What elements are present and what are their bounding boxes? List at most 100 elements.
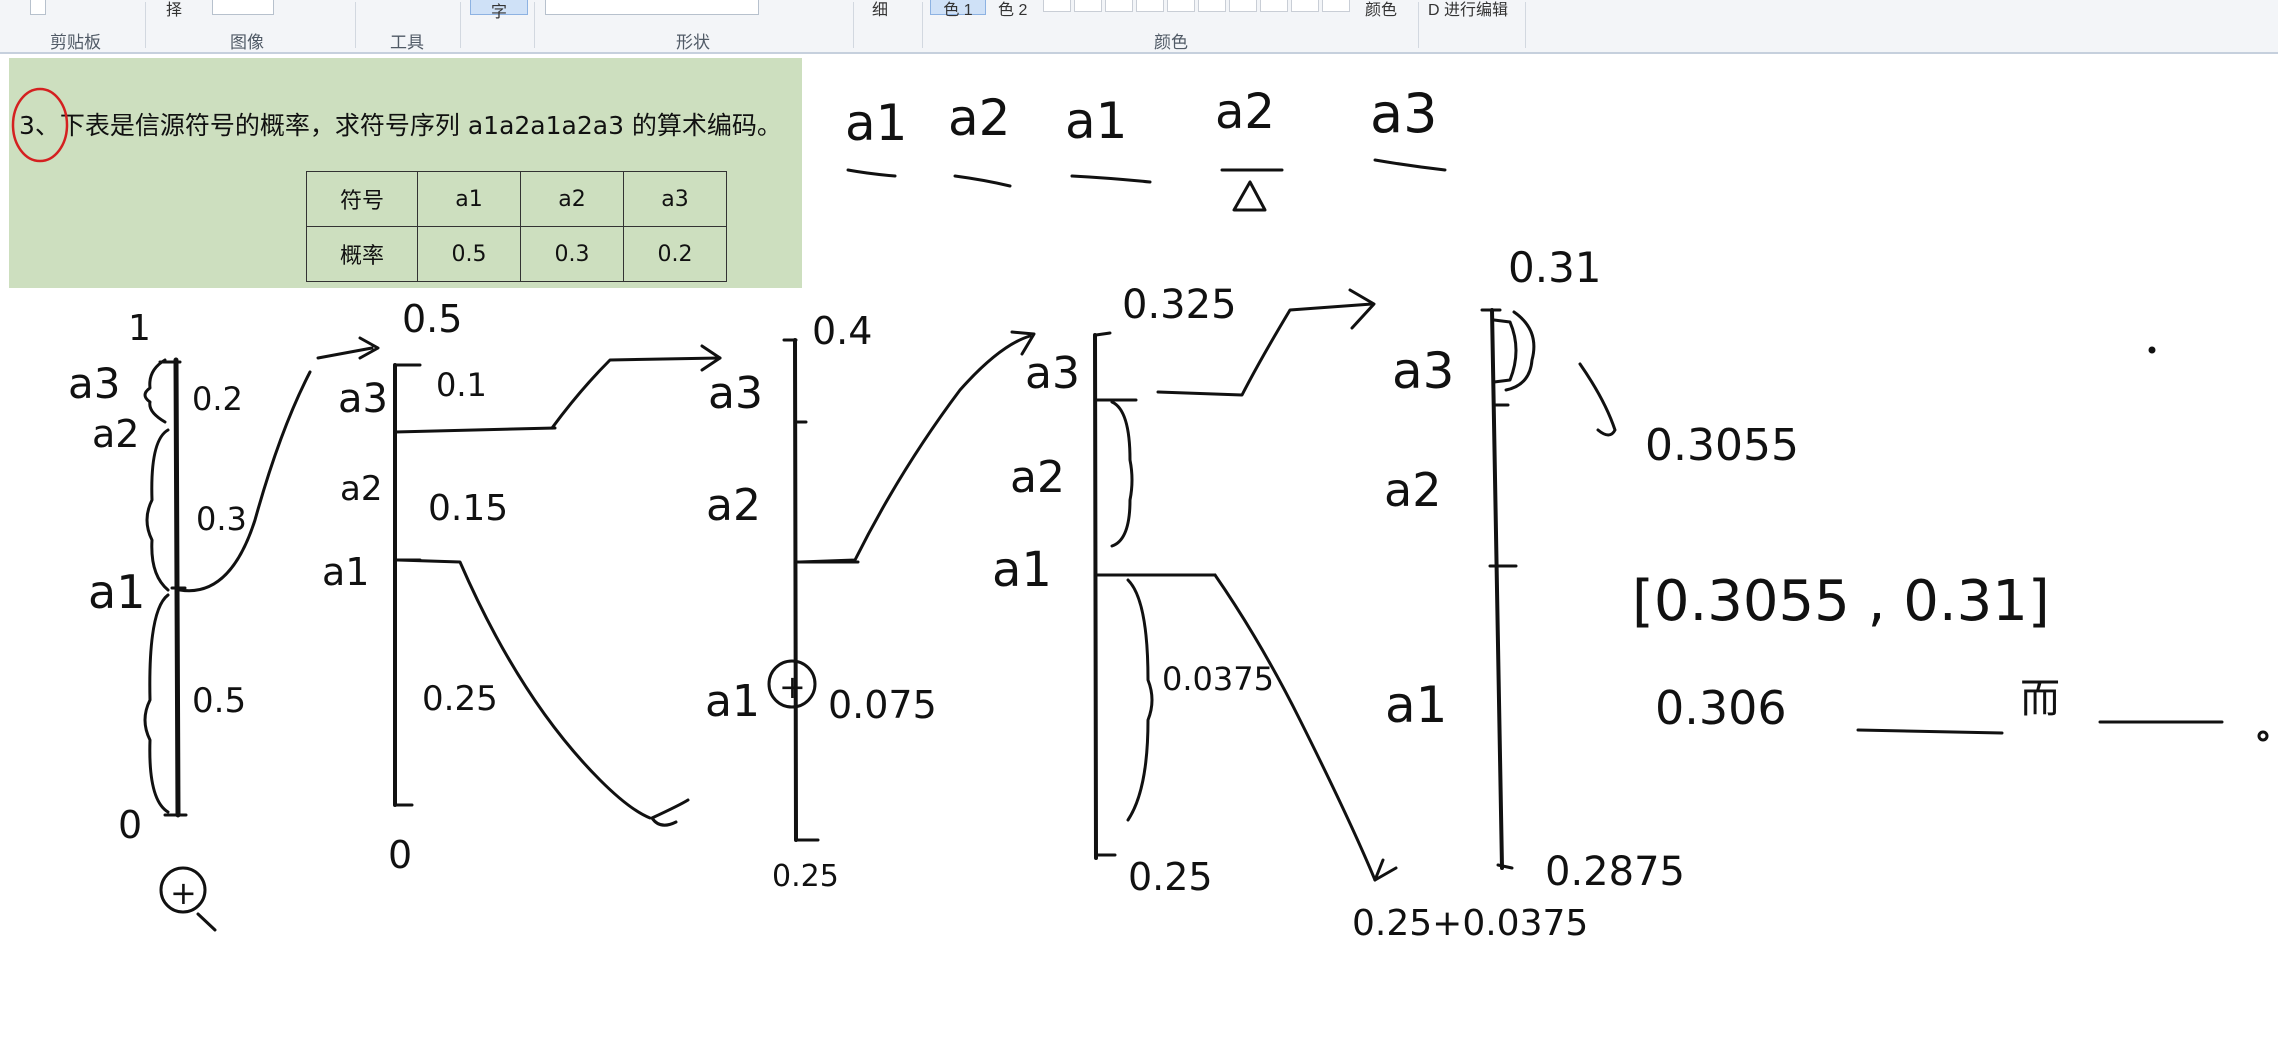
group-shapes-label: 形状 [676,33,710,52]
circled-plus-symbol: + [779,668,806,706]
final-interval: [0.3055 , 0.31] [1632,569,2050,634]
symbol-sequence: a1 a2 a1 a2 a3 [845,82,1447,212]
underline-mark [846,168,897,178]
scale-axis [1490,308,1504,870]
scale-symbol-label: a3 [338,376,388,422]
color-swatch[interactable] [1136,0,1164,12]
color-swatch[interactable] [1105,0,1133,12]
table-cell: 符号 [306,171,418,227]
ribbon-separator [145,2,146,48]
interval-width-label: 0.2 [192,380,243,418]
arrow-head [1010,330,1036,356]
color1-button[interactable]: 色 1 [930,0,986,19]
scale-top-label: 1 [128,308,151,349]
scale-ticks [393,363,557,807]
answer-value: 0.306 [1655,681,1787,735]
sequence-symbol: a1 [845,94,907,152]
shapes-gallery[interactable] [545,0,759,15]
answer-connector: 而 [2020,676,2060,722]
interval-width-label: 0.3 [196,500,247,538]
arrow-head [700,344,722,372]
color-swatch[interactable] [1291,0,1319,12]
scale-axis [1093,333,1098,860]
scale-symbol-label: a1 [705,676,760,727]
mapping-arrow [550,356,722,430]
circled-plus-mark [767,659,817,709]
problem-statement: 3、下表是信源符号的概率，求符号序列 a1a2a1a2a3 的算术编码。 [19,111,782,140]
color-swatch[interactable] [1322,0,1350,12]
sequence-symbol: a2 [948,89,1010,147]
group-tools-label: 工具 [390,33,424,52]
scale-top-label: 0.31 [1508,243,1602,292]
brace-mark [1504,310,1536,392]
table-row: 概率 0.5 0.3 0.2 [306,226,727,282]
result-low-value: 0.3055 [1645,420,1799,471]
paint-ribbon: 剪贴板 择 图像 工具 字 形状 细 色 1 色 2 颜色 颜色 D 进行编辑 [0,0,2278,54]
mapping-arrow [178,370,312,593]
scale-bottom-label: 0.2875 [1545,849,1685,895]
blank-line [1856,728,2004,735]
scale-symbol-label: a3 [708,368,763,419]
interval-scale-3: 0.4 0.25 a3 a2 a1 + 0.075 [705,309,937,894]
color-swatch[interactable] [1074,0,1102,12]
probability-table: 符号 a1 a2 a3 概率 0.5 0.3 0.2 [306,171,727,282]
mapping-arrow [1156,302,1374,397]
arrow-head [316,336,380,360]
scale-symbol-label: a1 [88,565,145,619]
sequence-symbol: a3 [1370,82,1437,145]
scale-top-label: 0.5 [402,297,462,341]
interval-width-label: 0.0375 [1162,660,1274,698]
scale-bottom-label: 0 [118,803,142,847]
scale-symbol-label: a2 [340,469,382,509]
sequence-symbol: a2 [1215,84,1275,140]
mapping-arrow [798,334,1032,564]
color-swatch[interactable] [1229,0,1257,12]
pen-stroke [196,912,217,932]
scale-symbol-label: a1 [1385,676,1447,734]
brace-mark [1110,400,1134,548]
color-swatch[interactable] [1043,0,1071,12]
table-cell: a1 [417,171,521,227]
color-swatch[interactable] [1198,0,1226,12]
interval-width-label: 0.075 [828,683,937,727]
image-tools-strip[interactable] [212,0,274,15]
scale-symbol-label: a1 [322,550,369,594]
color-swatch[interactable] [1167,0,1195,12]
underline-mark [1373,158,1447,172]
scale-symbol-label: a2 [706,480,761,531]
scale-bottom-label: 0.25 [1128,855,1213,899]
scale-symbol-label: a2 [1384,463,1441,517]
table-cell: 概率 [306,226,418,282]
arrow-head [1348,288,1376,330]
brace-mark [1126,578,1154,822]
scale-ticks [158,360,188,817]
circled-plus-symbol: + [170,874,197,912]
group-clipboard-label: 剪贴板 [50,33,101,52]
interval-scale-5: 0.31 0.2875 a3 a2 a1 [1384,243,1685,895]
ribbon-separator [1418,2,1419,48]
triangle-mark [1232,180,1267,212]
interval-width-label: 0.5 [192,681,246,721]
table-cell: 0.2 [623,226,727,282]
group-image-label: 图像 [230,33,264,52]
paste-dropdown[interactable] [30,0,46,15]
table-cell: 0.3 [520,226,624,282]
pen-dot [2148,346,2156,354]
ribbon-separator [460,2,461,48]
ribbon-separator [534,2,535,48]
scale-top-label: 0.4 [812,309,872,353]
brace-mark [143,358,167,424]
scale-ticks [1094,331,1217,857]
scale-top-label: 0.325 [1122,282,1237,328]
arrow-head [650,798,690,827]
red-circle-mark [11,87,69,163]
color-swatch[interactable] [1260,0,1288,12]
underline-mark [953,174,1012,188]
result-arrow [1578,362,1617,437]
interval-scale-1: 1 0 a3 a2 a1 0.2 0.3 0.5 + [68,308,247,932]
scale-ticks [1480,308,1518,870]
brace-mark [143,593,170,814]
pen-dot [2257,730,2269,742]
sum-annotation: 0.25+0.0375 [1352,903,1588,944]
